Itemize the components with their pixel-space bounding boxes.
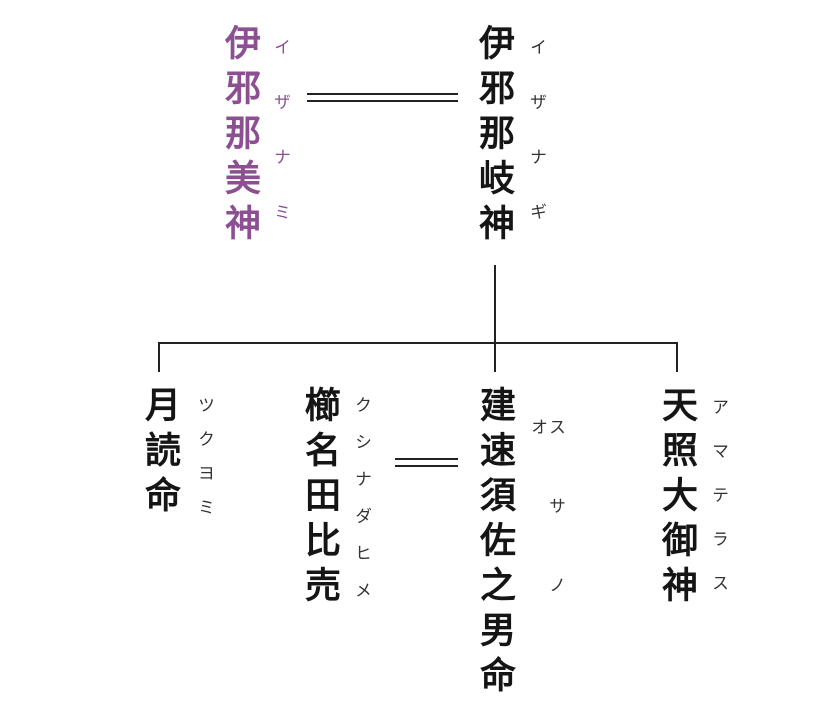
drop-susanoo bbox=[494, 342, 496, 372]
susanoo-name: 建速須佐之男命 bbox=[474, 386, 515, 701]
marriage-line-top bbox=[307, 93, 458, 95]
drop-tsukuyomi bbox=[158, 342, 160, 372]
izanami-reading: イザナミ bbox=[270, 38, 290, 258]
kushinadahime-name: 櫛名田比売 bbox=[299, 386, 340, 611]
izanami-name: 伊邪那美神 bbox=[219, 24, 260, 249]
izanagi-name: 伊邪那岐神 bbox=[473, 24, 514, 249]
tsukuyomi-reading: ツクヨミ bbox=[194, 396, 214, 532]
sibling-line bbox=[158, 342, 678, 344]
descent-line bbox=[494, 265, 496, 344]
drop-amaterasu bbox=[676, 342, 678, 372]
susanoo-reading: スサノオ bbox=[527, 418, 565, 655]
izanagi-reading: イザナギ bbox=[526, 38, 546, 258]
amaterasu-name: 天照大御神 bbox=[656, 386, 697, 611]
amaterasu-reading: アマテラス bbox=[708, 398, 728, 618]
kushinadahime-reading: クシナダヒメ bbox=[351, 396, 371, 618]
marriage-line-2-bottom bbox=[395, 465, 458, 467]
marriage-line-bottom bbox=[307, 100, 458, 102]
marriage-line-2-top bbox=[395, 458, 458, 460]
tsukuyomi-name: 月読命 bbox=[139, 386, 180, 521]
